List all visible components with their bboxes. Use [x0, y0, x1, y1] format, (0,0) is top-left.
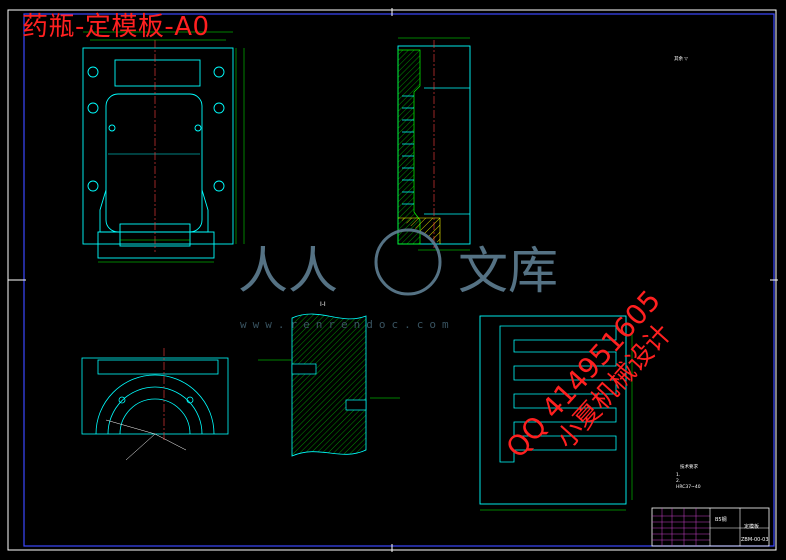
watermark-right-text: 文库 — [458, 242, 558, 300]
tech-req-line-2: 2. — [676, 478, 680, 484]
title-block: B5钢 定模板 ZBM-00-03 — [651, 507, 770, 547]
contact-overlay: QQ 414951605 小夏机械设计 — [500, 284, 678, 465]
watermark-url: www.renrendoc.com — [240, 318, 455, 331]
technical-requirements: 技术要求 1. 2. HRC37~40 — [676, 463, 701, 490]
section-label: I-I — [320, 301, 326, 308]
bolt-holes — [87, 66, 225, 192]
detail-view-arc — [81, 348, 229, 461]
watermark-left-text: 人人 — [238, 242, 338, 300]
material-text: B5钢 — [715, 516, 727, 523]
drawing-title: 药瓶-定模板-A0 — [22, 12, 210, 42]
part-name-text: 定模板 — [744, 523, 759, 530]
tech-req-line-1: 1. — [676, 472, 680, 478]
drawing-frame — [7, 8, 778, 552]
cooling-circuit-view — [479, 315, 633, 511]
front-view — [82, 31, 245, 263]
section-I-I: I-I — [258, 301, 400, 457]
tech-req-line-3: HRC37~40 — [676, 484, 701, 490]
watermark-logo: 人人 文库 www.renrendoc.com — [238, 228, 558, 331]
tech-req-title: 技术要求 — [680, 463, 698, 470]
drawing-number-text: ZBM-00-03 — [741, 537, 769, 543]
section-view — [397, 37, 471, 251]
roughness-note: 其余 ▽ — [674, 55, 688, 62]
cooling-channels — [402, 95, 414, 205]
